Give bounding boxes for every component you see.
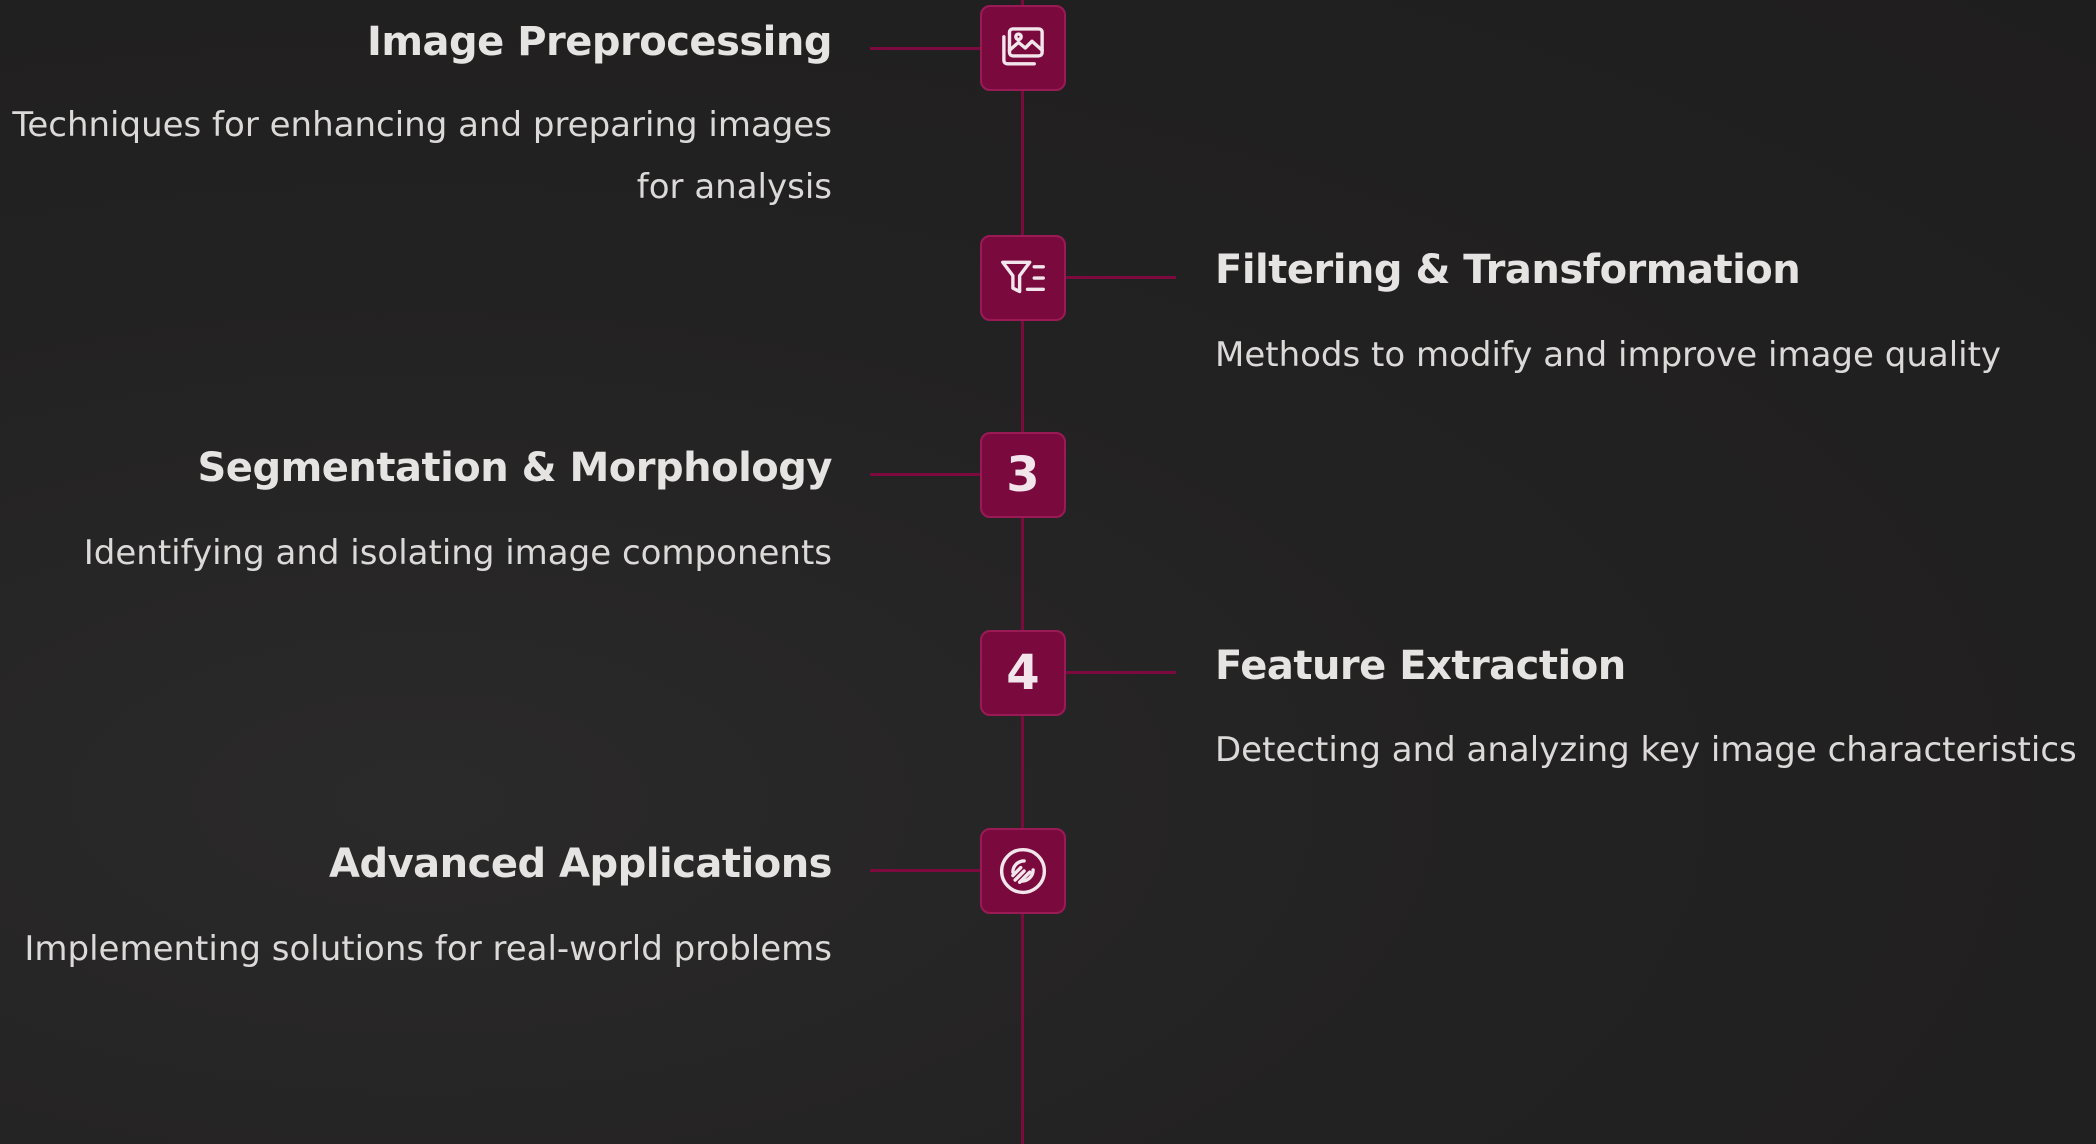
- step-3-marker: 3: [980, 432, 1066, 518]
- filter-icon: [1001, 260, 1045, 294]
- step-4-marker: 4: [980, 630, 1066, 716]
- step-2-marker: [980, 235, 1066, 321]
- application-icon: [999, 847, 1047, 895]
- step-3-title: Segmentation & Morphology: [197, 445, 833, 491]
- connector-step-3: [870, 473, 982, 476]
- image-icon: [1002, 27, 1044, 66]
- connector-step-2: [1064, 276, 1176, 279]
- timeline-line: [1021, 0, 1024, 1144]
- step-5-title: Advanced Applications: [329, 841, 832, 887]
- connector-step-4: [1064, 671, 1176, 674]
- step-1-description: Techniques for enhancing and preparing i…: [12, 105, 832, 207]
- connector-step-1: [870, 47, 982, 50]
- step-4-title: Feature Extraction: [1215, 643, 1626, 689]
- step-4-description: Detecting and analyzing key image charac…: [1215, 730, 2077, 770]
- step-3-description: Identifying and isolating image componen…: [83, 533, 832, 573]
- step-1-marker: [980, 5, 1066, 91]
- step-1-title: Image Preprocessing: [366, 19, 833, 65]
- connector-step-5: [870, 869, 982, 872]
- step-5-marker: [980, 828, 1066, 914]
- step-5-description: Implementing solutions for real-world pr…: [24, 929, 832, 969]
- step-2-description: Methods to modify and improve image qual…: [1215, 335, 2002, 375]
- step-2-title: Filtering & Transformation: [1215, 247, 1801, 293]
